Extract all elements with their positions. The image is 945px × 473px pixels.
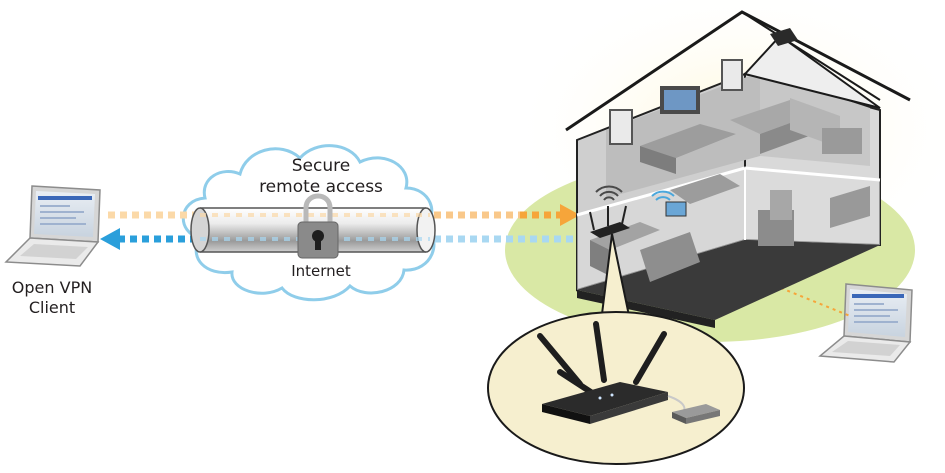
modem-icon bbox=[672, 404, 720, 424]
house-router-icon bbox=[589, 205, 630, 238]
cloud-title-line2: remote access bbox=[259, 177, 383, 197]
wifi-icon bbox=[595, 185, 623, 201]
client-label-line1: Open VPN bbox=[11, 278, 93, 297]
router-icon bbox=[537, 321, 668, 424]
router-callout bbox=[487, 233, 745, 465]
client-laptop-icon bbox=[4, 185, 101, 267]
device-wifi-icon bbox=[651, 190, 675, 201]
house bbox=[565, 10, 911, 328]
padlock-icon bbox=[297, 193, 339, 259]
cloud-title: Secure remote access bbox=[236, 156, 406, 198]
remote-laptop-icon bbox=[818, 283, 913, 363]
client-label: Open VPN Client bbox=[0, 278, 104, 318]
blue-arrow bbox=[100, 228, 590, 250]
internet-label: Internet bbox=[291, 262, 351, 280]
orange-arrow bbox=[108, 204, 580, 226]
orange-arrow-head bbox=[560, 204, 580, 226]
client-label-line2: Client bbox=[28, 298, 76, 317]
blue-arrow-head bbox=[100, 228, 120, 250]
cloud-title-line1: Secure bbox=[291, 156, 351, 176]
